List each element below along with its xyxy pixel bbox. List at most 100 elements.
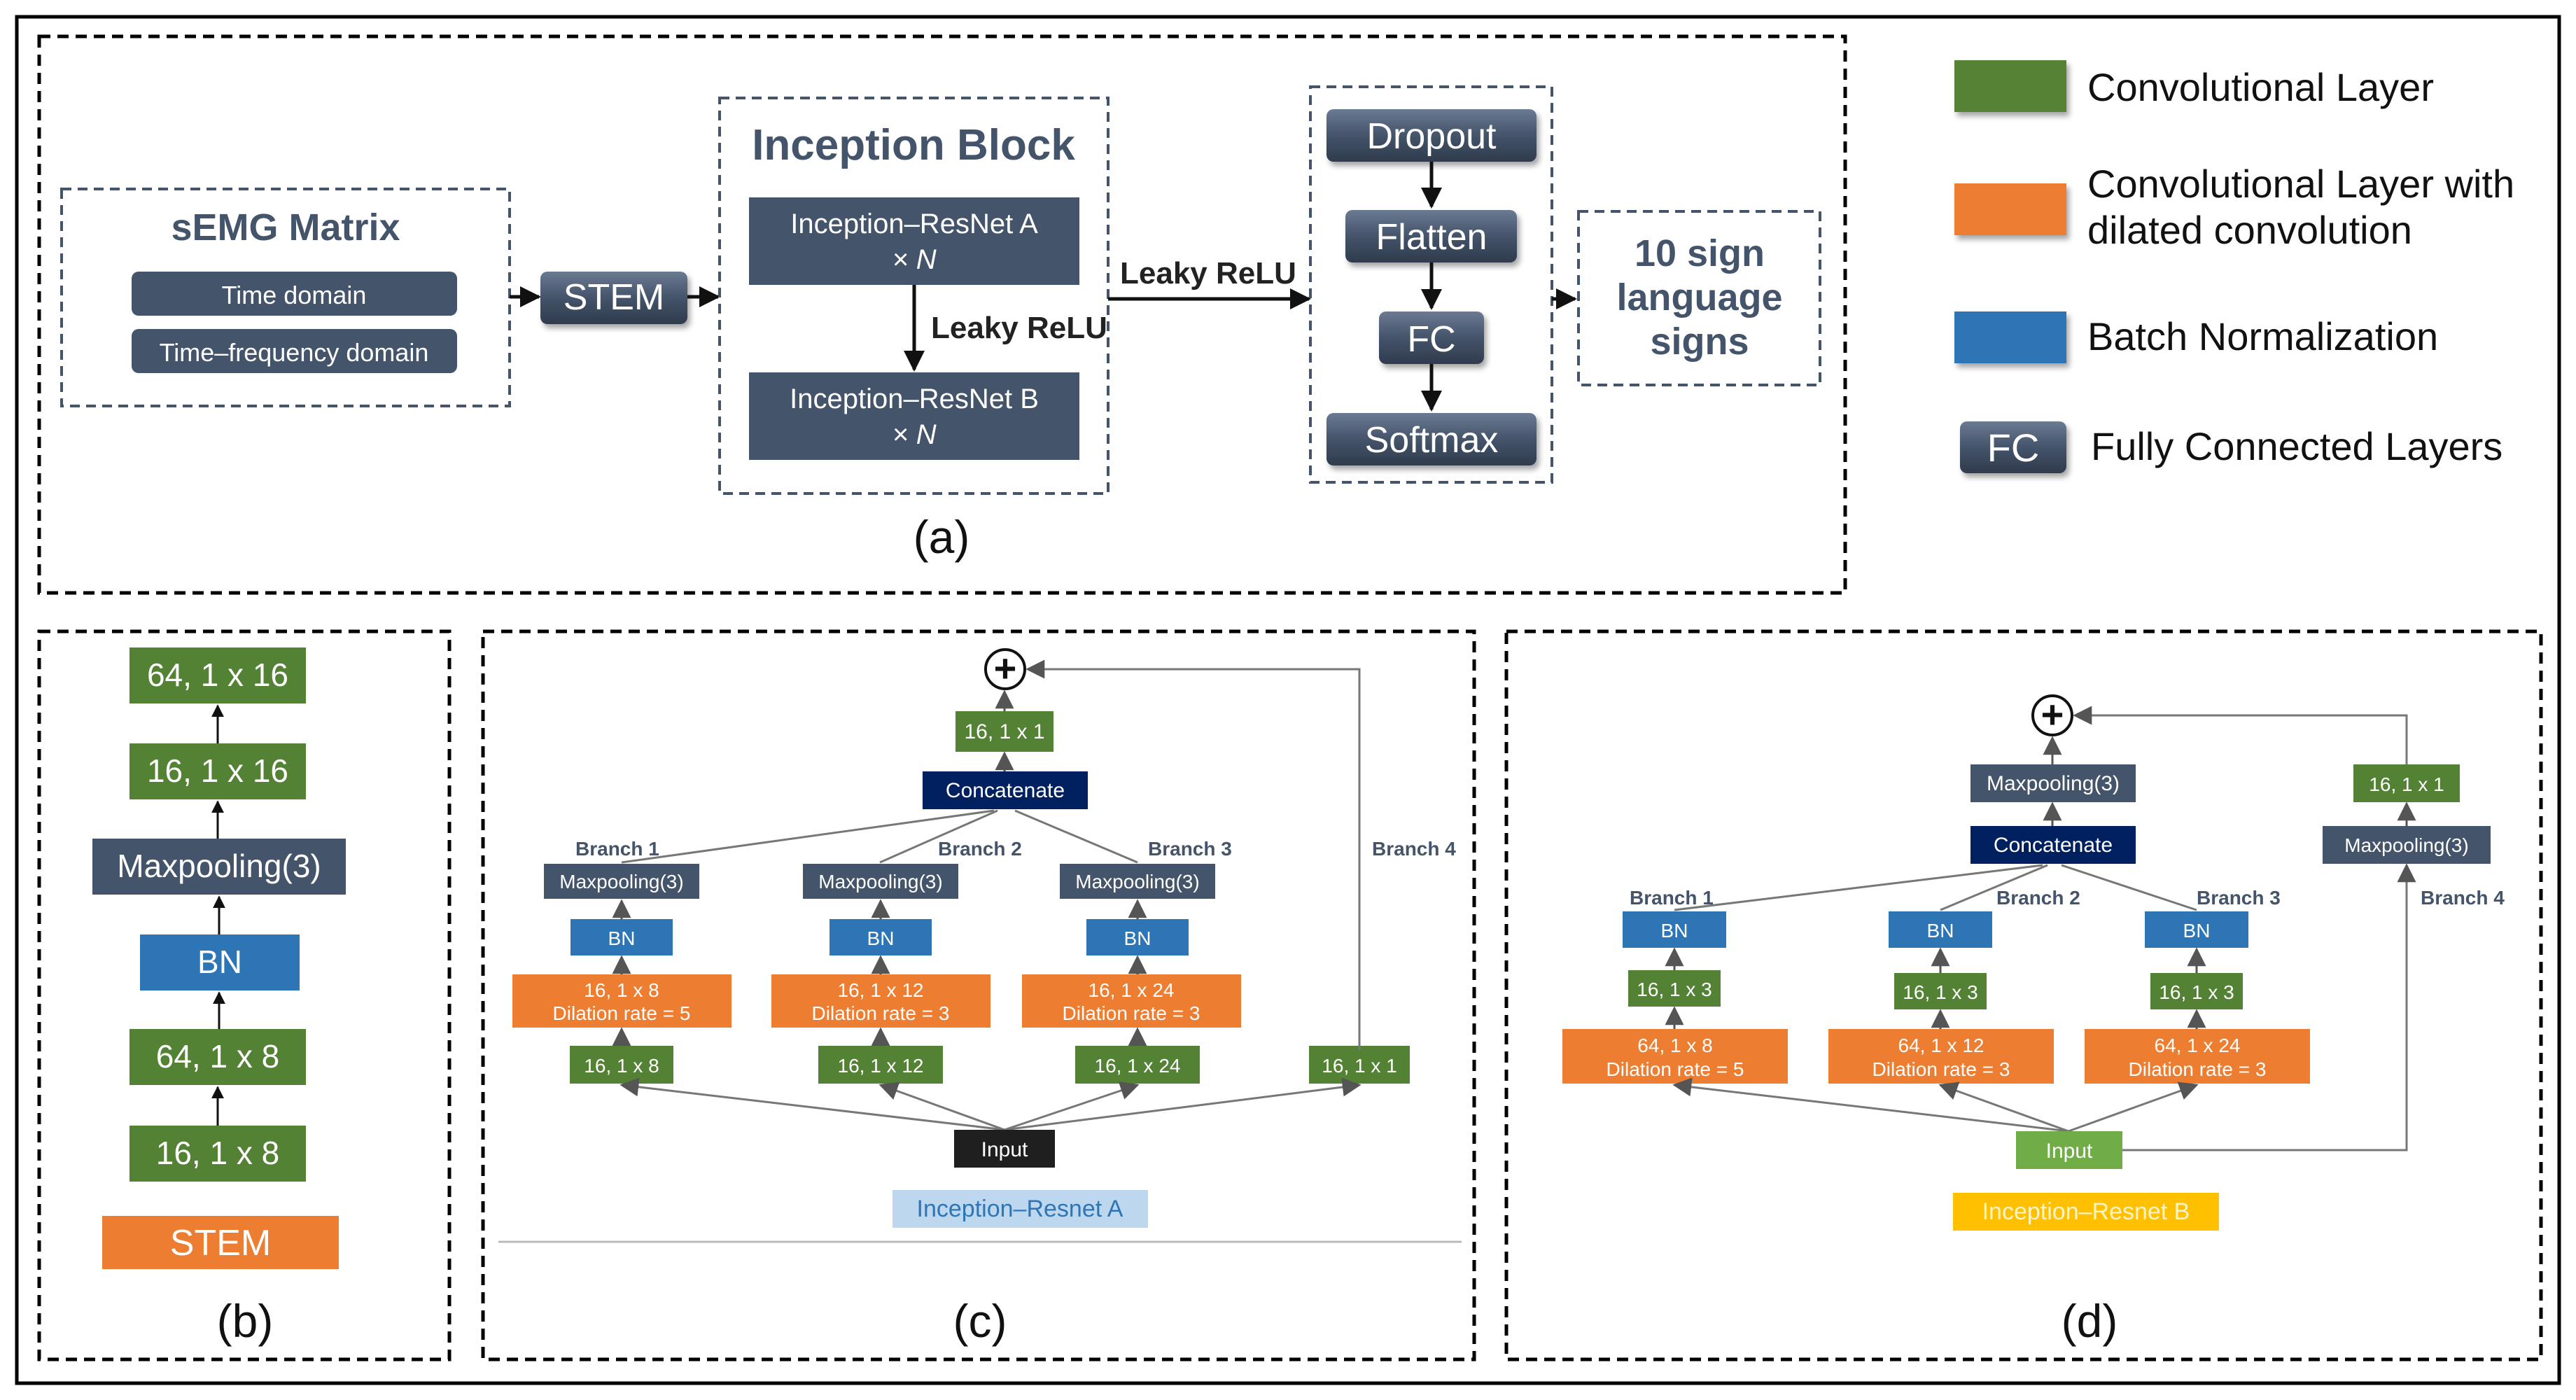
c-b1-conv-label: 16, 1 x 8	[584, 1055, 659, 1077]
c-concat	[923, 771, 1088, 809]
c-b3-conv-label: 16, 1 x 24	[1095, 1055, 1181, 1077]
output-line-3: signs	[1650, 321, 1749, 363]
panel-a-frame	[37, 34, 1847, 595]
legend: Convolutional Layer Convolutional Layer …	[1954, 60, 2514, 473]
inception-block-frame	[718, 97, 1110, 495]
c-add-symbol: +	[994, 646, 1017, 690]
stem-layer-1	[130, 648, 306, 704]
inception-resnet-b-box	[749, 372, 1079, 460]
time-frequency-label: Time–frequency domain	[160, 338, 429, 367]
legend-fc-swatch-label: FC	[1987, 426, 2040, 470]
c-residual-line	[1026, 659, 1361, 1050]
d-concat	[1970, 826, 2136, 864]
c-b2-maxpool-label: Maxpooling(3)	[818, 871, 942, 892]
panel-c: + 16, 1 x 1 Concatenate Branch 1 Branch …	[481, 629, 1476, 1362]
stem-layer-6-label: 16, 1 x 8	[156, 1135, 279, 1171]
c-b3-dilated-l2: Dilation rate = 3	[1063, 1002, 1200, 1024]
d-b1-conv-label: 16, 1 x 3	[1637, 979, 1712, 1000]
c-input-to-b4	[1004, 1077, 1362, 1131]
c-line-b1-concat	[621, 809, 995, 864]
d-top-maxpool-label: Maxpooling(3)	[1987, 772, 2120, 795]
legend-conv-label: Convolutional Layer	[2087, 65, 2434, 109]
c-b1-dilated-l2: Dilation rate = 5	[553, 1002, 691, 1024]
legend-conv-swatch	[1954, 60, 2066, 112]
d-input-to-b3	[2068, 1082, 2199, 1133]
c-b1-dilated-l1: 16, 1 x 8	[584, 979, 659, 1001]
d-b2-conv-label: 16, 1 x 3	[1903, 981, 1977, 1003]
c-line-b3-concat	[1014, 809, 1138, 864]
semg-matrix-title: sEMG Matrix	[171, 206, 400, 248]
d-b1-conv	[1628, 970, 1721, 1007]
d-title-bar	[1953, 1193, 2219, 1231]
d-branch-2-label: Branch 2	[1996, 887, 2080, 909]
d-title: Inception–Resnet B	[1982, 1198, 2190, 1225]
flatten-label: Flatten	[1376, 217, 1488, 258]
legend-dilated-label-1: Convolutional Layer with	[2087, 162, 2514, 206]
output-line-2: language	[1616, 276, 1782, 318]
c-top-conv	[955, 711, 1054, 752]
c-b3-dilated-l1: 16, 1 x 24	[1088, 979, 1175, 1001]
d-add-node	[2031, 694, 2073, 736]
d-b3-dilated	[2085, 1029, 2310, 1084]
c-b2-bn	[830, 919, 932, 955]
stem-layer-5	[130, 1029, 306, 1085]
c-branch-3-label: Branch 3	[1148, 838, 1232, 860]
d-concat-label: Concatenate	[1994, 834, 2113, 857]
inception-resnet-a-box	[749, 197, 1079, 285]
d-add-symbol: +	[2041, 692, 2064, 736]
inception-resnet-a-label: Inception–ResNet A	[790, 209, 1038, 239]
c-b3-conv	[1075, 1046, 1200, 1084]
d-b2-dilated-l2: Dilation rate = 3	[1872, 1058, 2010, 1080]
c-concat-label: Concatenate	[946, 779, 1065, 802]
panel-b: 64, 1 x 16 16, 1 x 16 Maxpooling(3) BN 6…	[37, 629, 451, 1362]
c-b1-maxpool	[544, 864, 699, 899]
c-b1-dilated	[512, 974, 732, 1028]
c-b2-dilated-l1: 16, 1 x 12	[838, 979, 924, 1001]
stem-layer-4-label: BN	[197, 944, 242, 980]
d-b1-dilated-l1: 64, 1 x 8	[1637, 1035, 1712, 1056]
stem-layer-4	[140, 934, 300, 990]
c-branch-2-label: Branch 2	[938, 838, 1022, 860]
panel-a-label: (a)	[913, 511, 970, 563]
softmax-label: Softmax	[1365, 420, 1499, 461]
inception-block-title: Inception Block	[752, 121, 1075, 169]
d-b3-conv	[2150, 973, 2243, 1009]
c-input-label: Input	[981, 1138, 1028, 1161]
d-input-to-b1	[1672, 1077, 2069, 1133]
d-residual-line	[2073, 706, 2408, 764]
c-b3-maxpool-label: Maxpooling(3)	[1075, 871, 1199, 892]
c-input-to-b1	[620, 1077, 1005, 1131]
panel-c-label: (c)	[953, 1295, 1007, 1347]
c-b2-bn-label: BN	[867, 927, 895, 949]
panel-d: + Maxpooling(3) Concatenate 16, 1 x 1 Ma…	[1504, 629, 2543, 1362]
d-b3-bn	[2145, 911, 2248, 948]
panel-d-frame	[1504, 629, 2543, 1362]
panel-c-frame	[481, 629, 1476, 1362]
d-b1-bn-label: BN	[1661, 920, 1688, 941]
output-frame	[1577, 210, 1821, 386]
d-line-b3-concat	[2061, 864, 2197, 911]
d-b4-conv	[2353, 764, 2460, 802]
d-b1-bn	[1623, 911, 1726, 948]
flatten-box	[1345, 210, 1517, 262]
panel-d-label: (d)	[2062, 1295, 2118, 1347]
d-branch-1-label: Branch 1	[1630, 887, 1714, 909]
inception-resnet-a-count: × N	[892, 244, 936, 275]
output-line-1: 10 sign	[1634, 232, 1765, 274]
legend-bn-swatch	[1954, 312, 2066, 363]
panel-a: sEMG Matrix Time domain Time–frequency d…	[37, 34, 1847, 595]
time-frequency-box	[132, 329, 457, 373]
d-b2-dilated-l1: 64, 1 x 12	[1898, 1035, 1984, 1056]
legend-fc-label: Fully Connected Layers	[2091, 424, 2502, 468]
c-b3-bn-label: BN	[1124, 927, 1152, 949]
stem-layer-2	[130, 743, 306, 799]
dropout-box	[1326, 109, 1536, 162]
stem-layer-3-label: Maxpooling(3)	[117, 848, 321, 884]
leaky-relu-outer-label: Leaky ReLU	[1120, 256, 1296, 290]
c-b3-dilated	[1022, 974, 1241, 1028]
c-branch-1-label: Branch 1	[575, 838, 659, 860]
d-b3-conv-label: 16, 1 x 3	[2159, 981, 2234, 1003]
c-branch-4-label: Branch 4	[1372, 838, 1456, 860]
outer-frame	[15, 15, 2561, 1385]
